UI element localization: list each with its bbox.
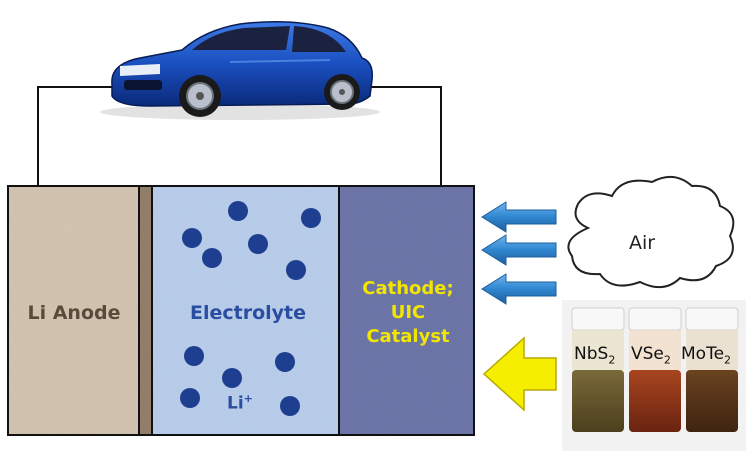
air-cloud-shape [567, 175, 735, 289]
li-ion-label: Li+ [227, 392, 253, 414]
cathode-layer [339, 186, 474, 435]
car-illustration [100, 21, 380, 120]
catalyst-arrow [482, 336, 557, 412]
cathode-catalyst-label: Cathode; UIC Catalyst [362, 278, 454, 347]
li-anode-label: Li Anode [27, 302, 121, 324]
electrolyte-label: Electrolyte [189, 302, 306, 324]
cell-outline [7, 185, 475, 436]
li-anode-layer [8, 186, 139, 435]
circuit-wire [37, 86, 442, 186]
catalyst-vials [562, 300, 746, 451]
vial-label-nbs2: NbS2 [574, 344, 616, 367]
separator-layer [139, 186, 152, 435]
vial-mote2 [685, 307, 739, 432]
vial-nbs2 [571, 307, 625, 432]
vial-vse2 [628, 307, 682, 432]
li-ion-dots [180, 201, 321, 416]
air-label: Air [628, 232, 656, 254]
vial-label-vse2: VSe2 [631, 344, 671, 367]
vial-label-mote2: MoTe2 [681, 344, 732, 367]
air-flow-arrows [481, 201, 557, 305]
